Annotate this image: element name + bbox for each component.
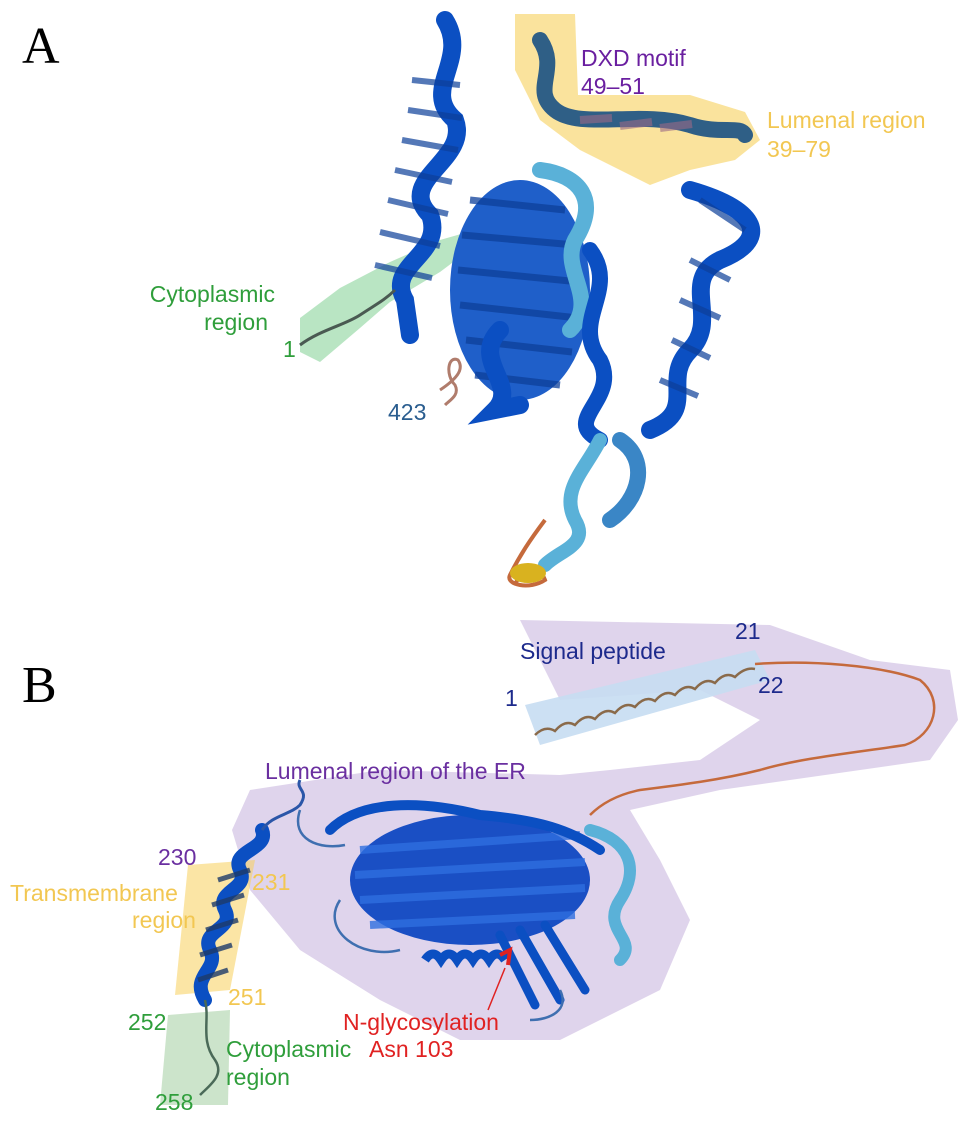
lumenal-region-label-a: Lumenal region [767, 107, 926, 133]
signal-peptide-label: Signal peptide [520, 638, 666, 664]
panel-a: A [22, 11, 926, 588]
cytoplasmic-region-label-a-line2: region [204, 309, 268, 335]
cytoplasmic-region-label-b: Cytoplasmic [226, 1036, 351, 1062]
nglyc-site-mark [499, 946, 513, 966]
transmembrane-label-line2: region [132, 907, 196, 933]
lumenal-er-label: Lumenal region of the ER [265, 758, 526, 784]
cytoplasmic-region-label-b-line2: region [226, 1064, 290, 1090]
signal-peptide-end-label: 21 [735, 618, 761, 644]
dxd-motif-label: DXD motif [581, 45, 686, 71]
protein-ribbon-b [193, 661, 936, 1096]
coil-a-nterm [299, 288, 397, 347]
signal-peptide-highlight [525, 650, 770, 745]
panel-b: B [10, 618, 958, 1115]
helix-a2 [641, 181, 761, 439]
n-terminus-label-a: 1 [283, 336, 296, 362]
cytoplasmic-region-label-a: Cytoplasmic [150, 281, 275, 307]
helix-light-b [584, 824, 636, 966]
coil-linker-b [589, 661, 936, 816]
helix-a3 [467, 321, 529, 425]
helix-light-a [532, 162, 594, 338]
tm-start-label: 231 [252, 869, 290, 895]
signal-peptide-start-label: 1 [505, 685, 518, 711]
nglyc-pointer [487, 967, 506, 1011]
c-terminus-label-a: 423 [388, 399, 426, 425]
coil-a-lower [538, 433, 607, 572]
cytoplasmic-start-label: 252 [128, 1009, 166, 1035]
coil-a-cterm [439, 357, 462, 407]
tm-end-label: 251 [228, 984, 266, 1010]
nglycosylation-label: N-glycosylation [343, 1009, 499, 1035]
c-terminus-label-b: 258 [155, 1089, 193, 1115]
lumenal-region-range-a: 39–79 [767, 136, 831, 162]
helix-bundle-core [450, 180, 590, 400]
panel-a-letter: A [22, 18, 60, 75]
protein-ribbon-a [299, 11, 761, 588]
nglycosylation-site-label: Asn 103 [369, 1036, 453, 1062]
dxd-motif-range: 49–51 [581, 73, 645, 99]
helix-transmembrane [193, 823, 270, 1007]
lumenal-region-highlight-a [515, 14, 760, 185]
tm-start-before-label: 230 [158, 844, 196, 870]
panel-b-letter: B [22, 657, 57, 714]
transmembrane-label: Transmembrane [10, 880, 178, 906]
mature-start-label: 22 [758, 672, 784, 698]
coil-cytoplasmic-b [199, 999, 220, 1096]
helix-a1 [391, 11, 466, 344]
coil-signal-peptide [534, 667, 756, 736]
helix-a4 [578, 242, 613, 448]
